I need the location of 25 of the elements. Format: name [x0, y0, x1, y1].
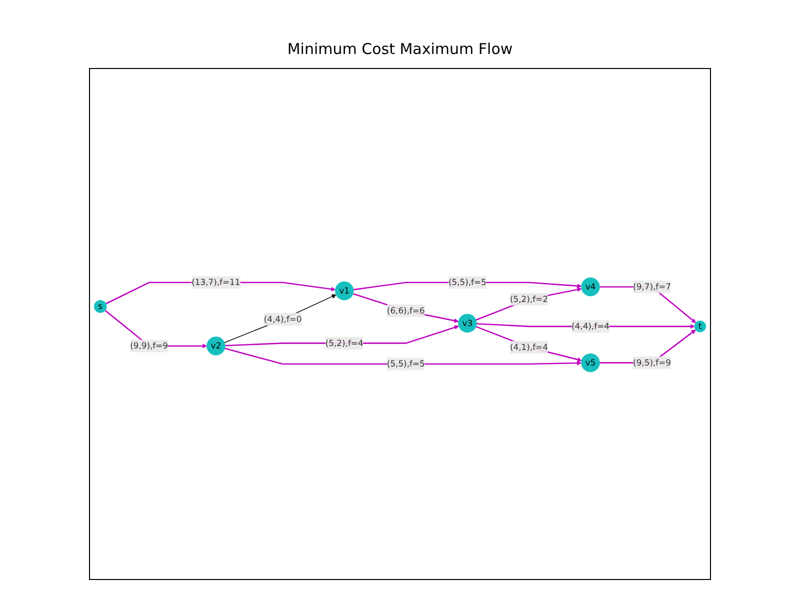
edge-label: (9,7),f=7 — [633, 282, 671, 292]
node-circle: s — [94, 300, 107, 313]
chart-title: Minimum Cost Maximum Flow — [287, 40, 513, 58]
edge-label: (4,4),f=0 — [264, 314, 302, 324]
edge-label: (5,2),f=2 — [510, 294, 548, 304]
arrow — [476, 326, 582, 362]
edge-label: (9,5),f=9 — [633, 358, 671, 368]
edge-label: (13,7),f=11 — [192, 277, 240, 288]
node-circle: t — [694, 320, 706, 332]
node-circle: v3 — [458, 314, 477, 333]
node-circle: v2 — [206, 336, 226, 356]
edge-label: (9,9),f=9 — [130, 340, 168, 351]
arrow — [476, 287, 582, 321]
edge-label: (4,4),f=4 — [572, 321, 610, 332]
edge-label: (5,5),f=5 — [448, 277, 486, 288]
edge-label: (5,2),f=4 — [325, 338, 364, 348]
node-circle: v4 — [581, 277, 600, 296]
edge-label: (5,5),f=5 — [386, 358, 425, 369]
node-circle: v1 — [335, 282, 354, 300]
arrow — [224, 348, 582, 366]
edge-label: (6,6),f=6 — [386, 306, 425, 316]
arrow — [352, 293, 459, 323]
edge-label: (4,1),f=4 — [510, 342, 548, 352]
arrow — [224, 294, 336, 343]
node-circle: v5 — [581, 353, 600, 372]
